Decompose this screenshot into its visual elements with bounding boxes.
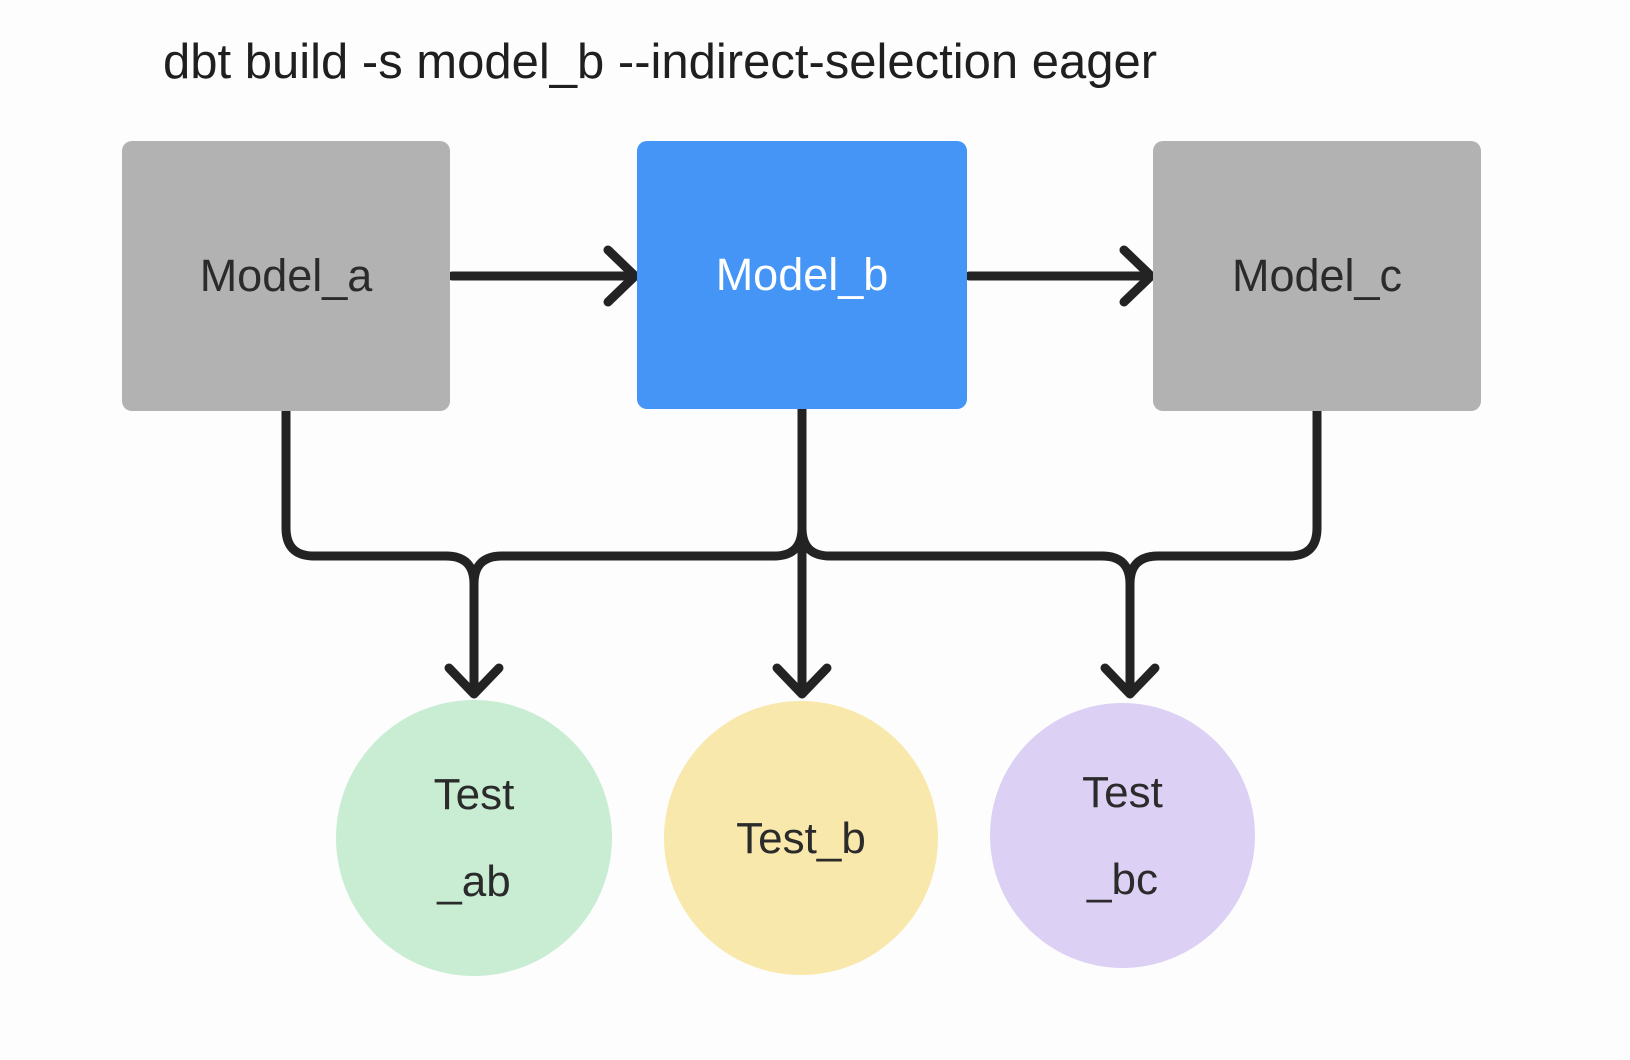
edge-model-b-to-test-bc (797, 403, 1135, 695)
node-test-ab-label-line2: _ab (437, 857, 511, 906)
node-model-a-label: Model_a (199, 250, 373, 301)
node-test-bc-label-line1: Test (1082, 767, 1163, 817)
arrowhead-test-bc-icon (1100, 663, 1160, 699)
node-model-b: Model_b (637, 141, 967, 409)
node-test-bc: Test _bc (990, 703, 1255, 968)
edge-model-b-to-model-c-arrowhead-icon (1119, 245, 1156, 307)
edge-model-c-to-test-bc (1125, 403, 1322, 695)
node-test-ab-label-line1: Test (433, 770, 515, 819)
node-test-bc-label-line2: _bc (1087, 854, 1158, 904)
node-test-ab: Test _ab (336, 700, 612, 976)
arrowhead-test-ab-icon (444, 663, 504, 699)
edge-lines (281, 245, 1322, 699)
edge-model-a-to-model-b-arrowhead-icon (603, 245, 640, 307)
arrowhead-test-b-icon (772, 663, 832, 699)
node-model-b-label: Model_b (715, 249, 889, 300)
node-test-b-label: Test_b (736, 813, 866, 863)
diagram-title: dbt build -s model_b --indirect-selectio… (163, 35, 1158, 89)
edge-model-b-to-test-ab (469, 403, 807, 695)
node-model-a: Model_a (122, 141, 450, 411)
edge-model-a-to-test-ab (281, 403, 479, 695)
node-test-b: Test_b (664, 701, 938, 975)
node-model-c-label: Model_c (1231, 250, 1403, 301)
node-model-c: Model_c (1153, 141, 1481, 411)
